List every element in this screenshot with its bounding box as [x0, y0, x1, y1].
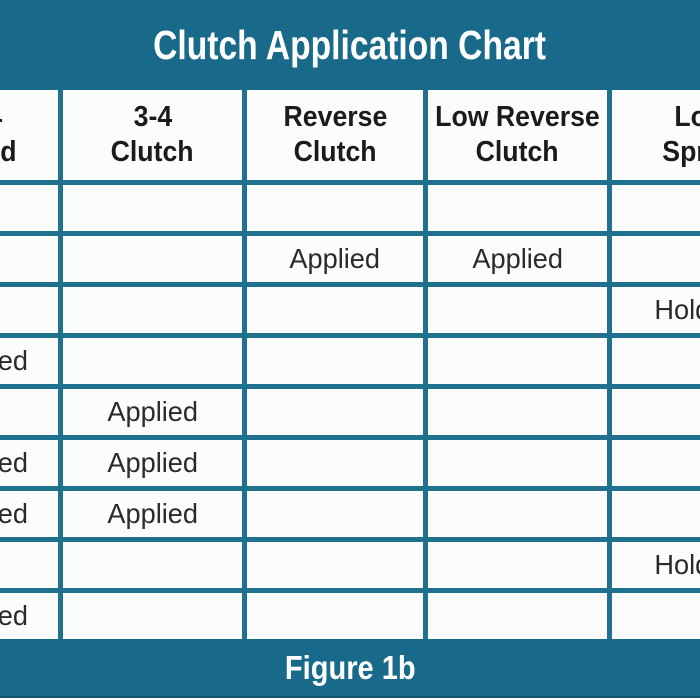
table-cell-r2-reverse-clutch: Applied	[247, 236, 423, 282]
chart-title: Clutch Application Chart	[153, 21, 547, 68]
table-cell-r3-reverse-clutch	[247, 287, 423, 333]
chart-title-bar: Clutch Application Chart	[0, 0, 700, 90]
table-cell-r3-band	[0, 287, 58, 333]
table-cell-value: Applied	[0, 345, 29, 376]
table-cell-r5-low-sprag	[612, 389, 700, 435]
table-cell-r8-low-reverse-clutch	[428, 542, 607, 588]
column-header-line: 2-4	[0, 100, 2, 135]
column-header-line: Clutch	[293, 136, 377, 168]
table-cell-r7-low-sprag	[612, 491, 700, 537]
table-cell-r4-clutch-3-4	[63, 338, 242, 384]
table-cell-r6-reverse-clutch	[247, 440, 423, 486]
table-cell-r4-band: Applied	[0, 338, 58, 384]
column-header-low-sprag: LowSprag	[612, 90, 700, 180]
table-cell-value: Applied	[289, 243, 381, 274]
table-cell-r1-clutch-3-4	[63, 185, 242, 231]
table-cell-value: Applied	[107, 396, 198, 427]
table-cell-value: Applied	[0, 447, 29, 478]
figure-caption: Figure 1b	[284, 648, 416, 686]
table-cell-r7-band: Applied	[0, 491, 58, 537]
table-cell-value: Holding	[654, 549, 700, 580]
table-cell-r5-reverse-clutch	[247, 389, 423, 435]
table-cell-r7-reverse-clutch	[247, 491, 423, 537]
table-cell-r6-clutch-3-4: Applied	[63, 440, 242, 486]
column-header-line: Low Reverse	[435, 101, 600, 133]
table-cell-r1-reverse-clutch	[247, 185, 423, 231]
table-cell-r7-low-reverse-clutch	[428, 491, 607, 537]
figure-caption-bar: Figure 1b	[0, 639, 700, 698]
table-cell-r1-low-reverse-clutch	[428, 185, 607, 231]
table-cell-value: Applied	[107, 498, 198, 529]
column-header-band: 2-4Band	[0, 90, 58, 180]
table-cell-r1-band	[0, 185, 58, 231]
table-cell-r2-clutch-3-4	[63, 236, 242, 282]
table-cell-value: Applied	[0, 498, 29, 529]
column-header-line: Clutch	[110, 136, 195, 168]
table-cell-r9-low-sprag	[612, 593, 700, 639]
table-cell-r9-clutch-3-4	[63, 593, 242, 639]
column-header-line: Clutch	[475, 136, 560, 168]
table-cell-r4-reverse-clutch	[247, 338, 423, 384]
table-cell-r5-band	[0, 389, 58, 435]
table-cell-r6-band: Applied	[0, 440, 58, 486]
column-header-line: 3-4	[133, 101, 172, 133]
table-cell-value: Applied	[0, 600, 29, 631]
table-cell-r5-clutch-3-4: Applied	[63, 389, 242, 435]
column-header-line: Sprag	[662, 136, 700, 168]
table-cell-r8-low-sprag: Holding	[612, 542, 700, 588]
table-cell-r3-low-sprag: Holding	[612, 287, 700, 333]
column-header-line: Reverse	[283, 101, 387, 133]
table-cell-value: Applied	[107, 447, 198, 478]
table-cell-r9-reverse-clutch	[247, 593, 423, 639]
table-cell-r9-low-reverse-clutch	[428, 593, 607, 639]
table-cell-r6-low-reverse-clutch	[428, 440, 607, 486]
table-cell-r4-low-sprag	[612, 338, 700, 384]
table-cell-r7-clutch-3-4: Applied	[63, 491, 242, 537]
table-cell-r4-low-reverse-clutch	[428, 338, 607, 384]
table-cell-r8-clutch-3-4	[63, 542, 242, 588]
table-cell-r1-low-sprag	[612, 185, 700, 231]
table-cell-r3-low-reverse-clutch	[428, 287, 607, 333]
table-cell-r5-low-reverse-clutch	[428, 389, 607, 435]
table-cell-r2-low-sprag	[612, 236, 700, 282]
table-cell-r2-band	[0, 236, 58, 282]
table-cell-value: Holding	[654, 294, 700, 325]
table-cell-value: Applied	[472, 243, 563, 274]
table-cell-r9-band: Applied	[0, 593, 58, 639]
table-cell-r8-reverse-clutch	[247, 542, 423, 588]
table-cell-r2-low-reverse-clutch: Applied	[428, 236, 607, 282]
column-header-line: Band	[0, 136, 17, 168]
table-cell-r3-clutch-3-4	[63, 287, 242, 333]
column-header-line: Low	[673, 101, 700, 133]
table-cell-r8-band	[0, 542, 58, 588]
table-cell-r6-low-sprag	[612, 440, 700, 486]
